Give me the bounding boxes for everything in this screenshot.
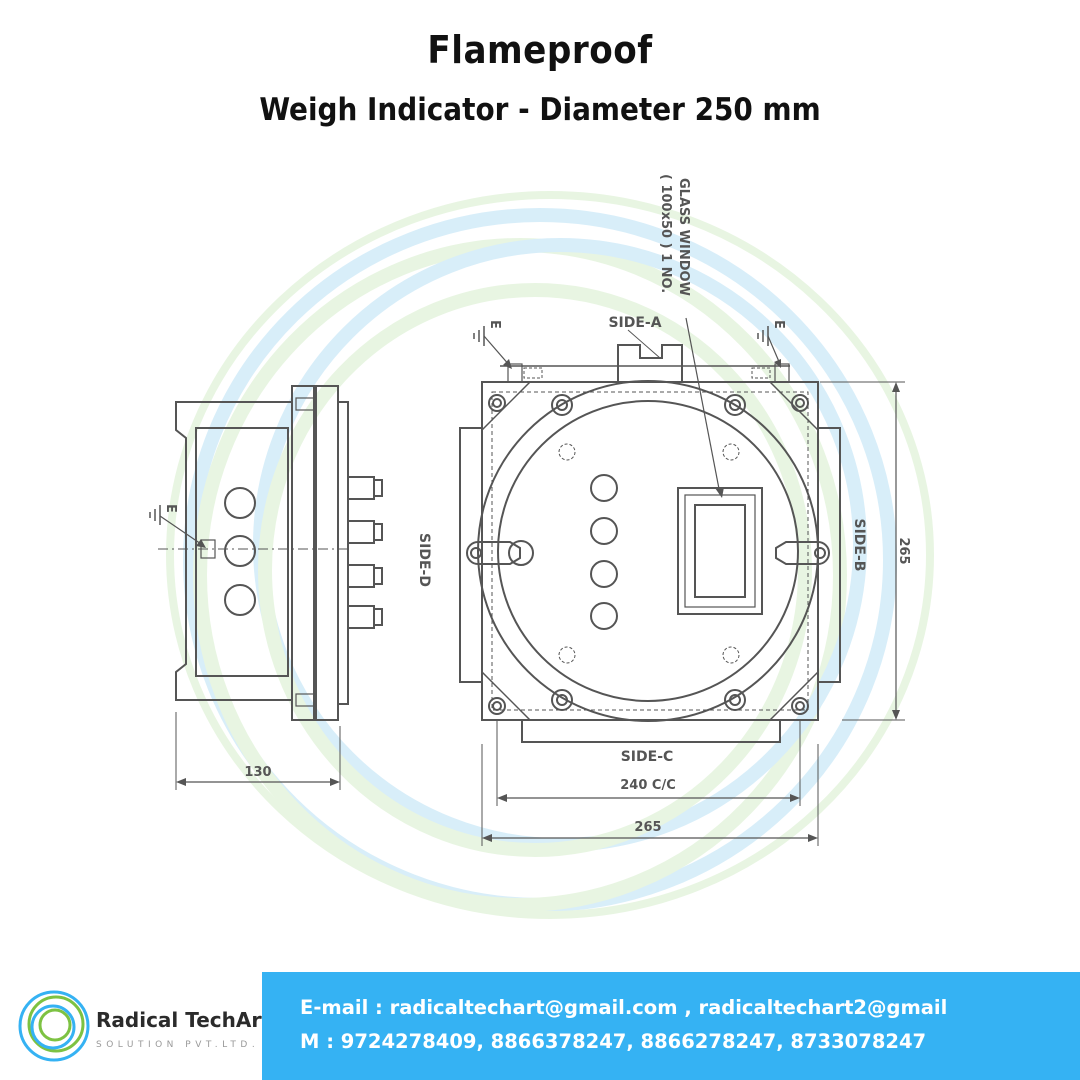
side-view xyxy=(149,385,383,790)
label-glass-window-size: ( 100x50 ) 1 NO. xyxy=(658,174,673,293)
earth-label-left: E xyxy=(487,320,502,329)
label-side-b: SIDE-B xyxy=(851,519,867,572)
page-subtitle: Weigh Indicator - Diameter 250 mm xyxy=(259,92,821,128)
page-title: Flameproof xyxy=(427,28,653,72)
brand-name: Radical TechArt xyxy=(96,1008,271,1032)
brand-tagline: SOLUTION PVT.LTD. xyxy=(96,1040,260,1050)
dim-center-to-center: 240 C/C xyxy=(620,778,676,793)
dim-front-height: 265 xyxy=(896,537,911,564)
dim-side-width: 130 xyxy=(244,765,271,780)
contact-phone[interactable]: M : 9724278409, 8866378247, 8866278247, … xyxy=(300,1030,927,1053)
dim-front-width: 265 xyxy=(634,820,661,835)
label-side-a: SIDE-A xyxy=(608,315,661,331)
watermark-rings xyxy=(166,191,934,919)
brand-logo-icon xyxy=(18,990,90,1062)
earth-label-right: E xyxy=(771,320,786,329)
contact-bar: E-mail : radicaltechart@gmail.com , radi… xyxy=(262,972,1080,1080)
label-glass-window: GLASS WINDOW xyxy=(676,178,691,296)
cable-glands xyxy=(347,476,383,629)
brand-logo-area xyxy=(0,972,262,1080)
technical-drawing: E 130 SIDE-D xyxy=(149,174,934,919)
label-side-d: SIDE-D xyxy=(416,533,432,587)
contact-email[interactable]: E-mail : radicaltechart@gmail.com , radi… xyxy=(300,996,948,1019)
front-view xyxy=(459,317,905,846)
label-side-c: SIDE-C xyxy=(621,749,674,765)
earth-label-side: E xyxy=(163,504,178,513)
